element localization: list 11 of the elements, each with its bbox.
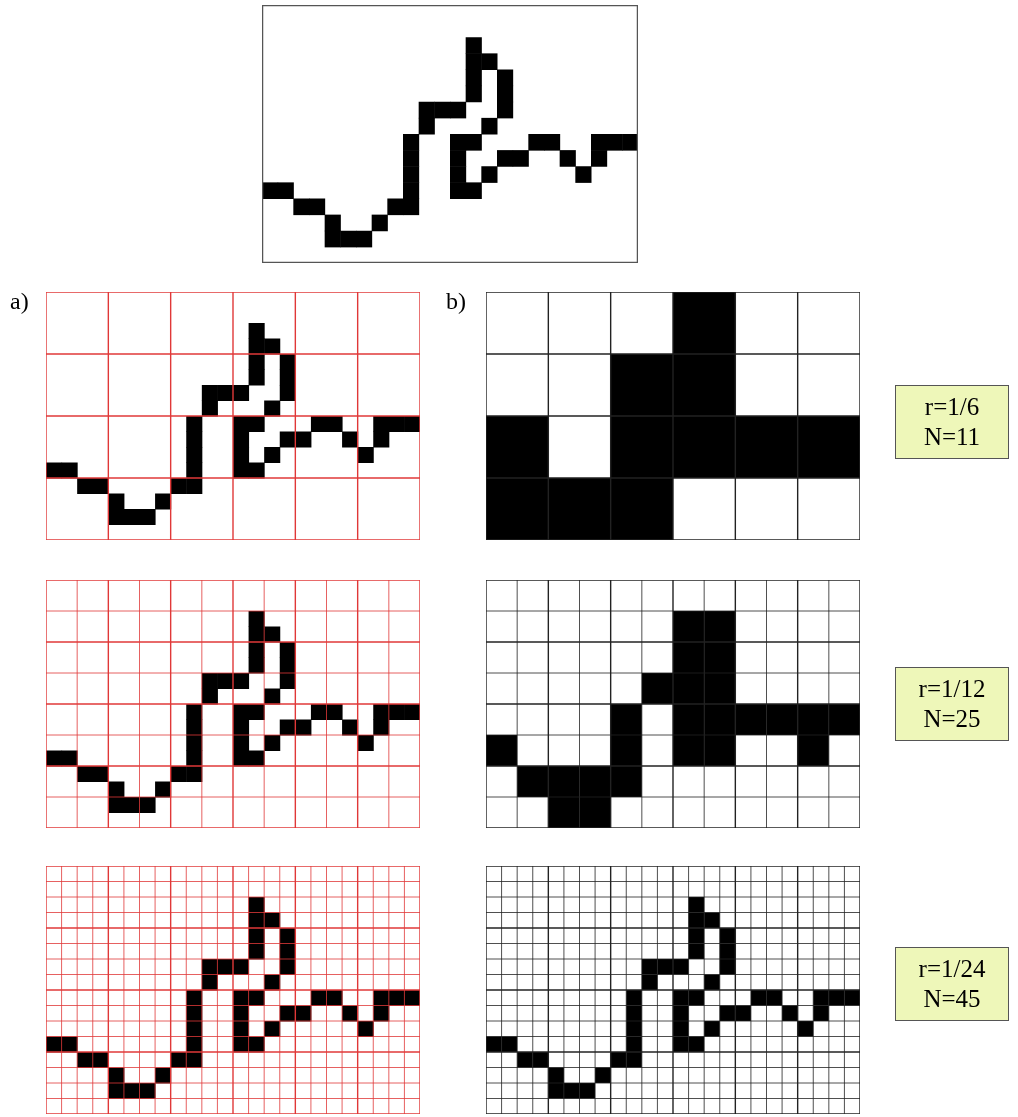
box-count-value: N=45 — [923, 984, 981, 1014]
result-box — [895, 385, 1009, 459]
scale-value: r=1/6 — [924, 392, 980, 422]
box-count-value: N=25 — [923, 704, 981, 734]
result-box — [895, 667, 1009, 741]
box-count-value: N=11 — [923, 422, 981, 452]
panel-label: a) — [10, 288, 29, 315]
scale-value: r=1/12 — [918, 674, 986, 704]
result-box — [895, 947, 1009, 1021]
panel-label: b) — [446, 288, 466, 315]
scale-value: r=1/24 — [918, 954, 986, 984]
